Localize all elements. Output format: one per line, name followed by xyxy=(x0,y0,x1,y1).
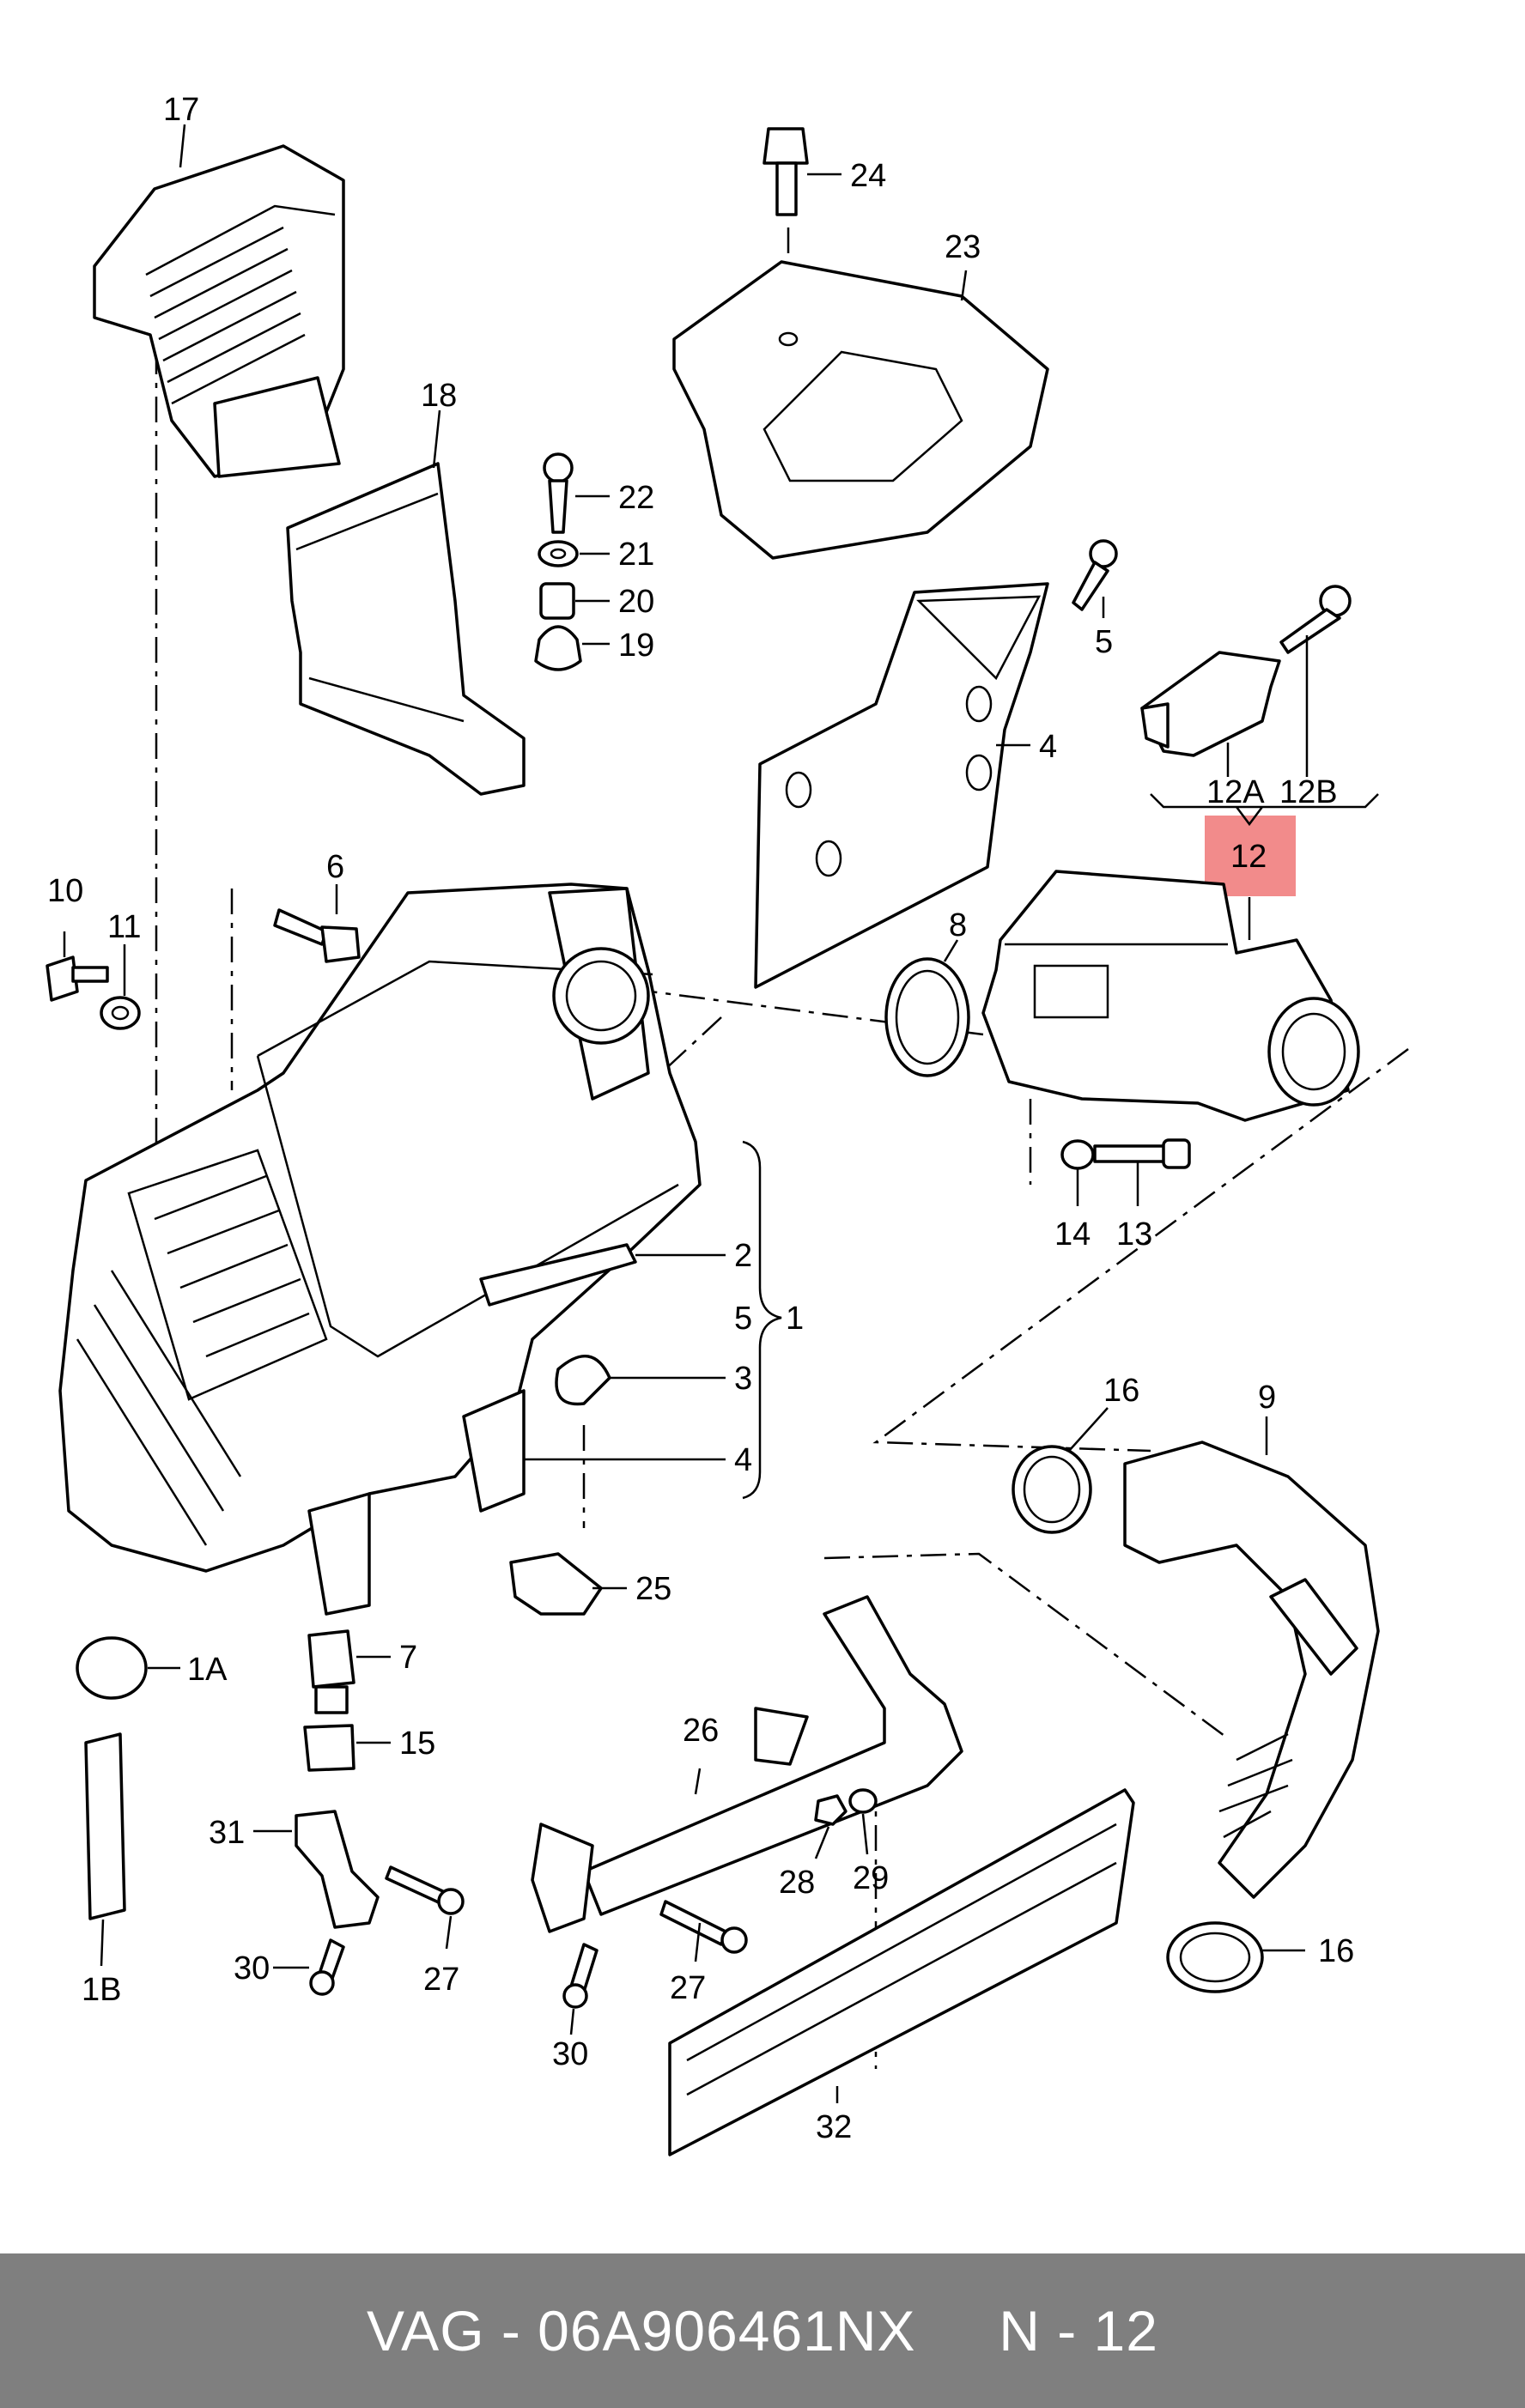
part-15-buffer xyxy=(303,1724,355,1772)
bracket-12 xyxy=(1150,793,1379,827)
part-27-bolt-middle xyxy=(659,1900,748,1954)
label-12B: 12B xyxy=(1279,774,1338,810)
part-12-housing xyxy=(981,870,1360,1122)
part-29-washer xyxy=(848,1788,878,1814)
part-labels: 17 24 23 18 22 21 20 19 5 4 12A 12B 12 1… xyxy=(47,92,1354,2145)
label-14: 14 xyxy=(1054,1216,1091,1253)
label-5-top: 5 xyxy=(1095,624,1113,660)
label-8: 8 xyxy=(949,907,967,943)
label-21: 21 xyxy=(618,537,654,573)
part-1b-foam xyxy=(84,1732,126,1920)
part-23-cover xyxy=(672,260,1049,560)
label-29: 29 xyxy=(853,1860,889,1896)
part-6-bolt xyxy=(273,908,361,963)
label-23: 23 xyxy=(945,229,981,265)
parts-diagram: 17 24 23 18 22 21 20 19 5 4 12A 12B 12 1… xyxy=(46,92,1409,2156)
label-1B: 1B xyxy=(82,1972,121,2008)
part-5-screw xyxy=(1072,539,1118,611)
part-12b-screw xyxy=(1279,585,1352,654)
bracket-1 xyxy=(742,1140,782,1500)
label-2: 2 xyxy=(734,1238,752,1274)
label-6: 6 xyxy=(326,849,344,885)
label-31: 31 xyxy=(209,1815,245,1851)
label-27-middle: 27 xyxy=(670,1970,706,2006)
part-9-hose xyxy=(1123,1441,1380,1899)
label-22: 22 xyxy=(618,480,654,516)
label-20: 20 xyxy=(618,584,654,620)
label-11: 11 xyxy=(107,909,141,945)
label-30-left: 30 xyxy=(234,1950,270,1986)
label-30-middle: 30 xyxy=(552,2036,588,2072)
label-1A: 1A xyxy=(187,1652,228,1688)
label-24: 24 xyxy=(850,158,886,194)
part-8-seal xyxy=(884,957,970,1077)
part-number-caption: VAG - 06A906461NX N - 12 xyxy=(367,2299,1158,2363)
part-27-bolt-left xyxy=(385,1865,465,1915)
part-3-clip xyxy=(555,1355,611,1406)
part-10-bolt xyxy=(46,955,109,1002)
label-16-bottom: 16 xyxy=(1318,1933,1354,1969)
part-1a-cap xyxy=(76,1636,148,1700)
label-17: 17 xyxy=(163,92,199,128)
part-7-mount xyxy=(307,1629,355,1714)
label-32: 32 xyxy=(816,2109,852,2145)
label-7: 7 xyxy=(399,1640,417,1676)
part-1-airbox xyxy=(58,883,702,1616)
label-27-left: 27 xyxy=(423,1962,459,1998)
label-13: 13 xyxy=(1116,1216,1152,1253)
part-25-clip xyxy=(509,1552,603,1616)
label-16-top: 16 xyxy=(1103,1373,1139,1409)
part-18-duct xyxy=(286,462,526,796)
label-12A: 12A xyxy=(1206,774,1265,810)
part-20-sleeve xyxy=(539,582,575,620)
label-25: 25 xyxy=(635,1571,671,1607)
label-28: 28 xyxy=(779,1865,815,1901)
part-28-nut xyxy=(814,1794,848,1826)
part-26-pipe xyxy=(531,1595,963,1933)
label-4-top: 4 xyxy=(1039,729,1057,765)
label-9: 9 xyxy=(1258,1380,1276,1416)
label-10: 10 xyxy=(47,873,83,909)
part-14-washer xyxy=(1060,1139,1095,1170)
part-17-intake-duct xyxy=(93,144,345,478)
part-11-washer xyxy=(100,996,141,1030)
part-24-bolt xyxy=(762,127,809,216)
label-5-box: 5 xyxy=(734,1301,752,1337)
footer-bar: VAG - 06A906461NX N - 12 xyxy=(0,2253,1525,2408)
part-30-screw-middle xyxy=(562,1943,598,2009)
part-21-washer xyxy=(538,540,579,567)
part-30-screw-left xyxy=(309,1938,345,1996)
label-26: 26 xyxy=(683,1713,719,1749)
label-3: 3 xyxy=(734,1361,752,1397)
label-19: 19 xyxy=(618,628,654,664)
label-15: 15 xyxy=(399,1726,435,1762)
label-12: 12 xyxy=(1230,839,1267,875)
part-2-seal xyxy=(479,1243,637,1307)
part-32-plate xyxy=(668,1788,1135,2156)
part-12a-sensor xyxy=(1140,651,1281,757)
part-16-clamp-bottom xyxy=(1166,1921,1264,1993)
leader-lines xyxy=(63,124,1309,2103)
part-19-grommet xyxy=(534,625,582,671)
part-31-bracket xyxy=(295,1810,380,1929)
part-16-clamp-top xyxy=(1012,1445,1092,1534)
label-1: 1 xyxy=(786,1301,804,1337)
label-4-box: 4 xyxy=(734,1442,752,1478)
part-13-bolt xyxy=(1093,1138,1191,1169)
part-22-screw xyxy=(543,452,574,534)
label-18: 18 xyxy=(421,378,457,414)
part-4-shield xyxy=(754,582,1049,989)
